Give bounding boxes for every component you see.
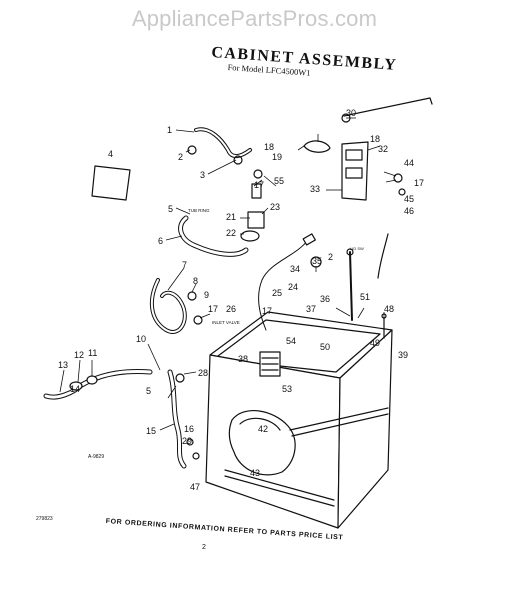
callout-number: 7 (182, 260, 187, 270)
callout-number: 32 (378, 144, 388, 154)
callout-number: 2 (178, 152, 183, 162)
callout-number: 29 (182, 436, 192, 446)
callout-number: 14 (70, 384, 80, 394)
callout-number: 34 (290, 264, 300, 274)
callout-number: 17 (262, 306, 272, 316)
callout-number: 45 (404, 194, 414, 204)
callout-number: 10 (136, 334, 146, 344)
callout-number: 8 (193, 276, 198, 286)
callout-number: 30 (346, 108, 356, 118)
callout-number: 9 (204, 290, 209, 300)
inline-label-tub-ring: TUB RING (188, 208, 210, 213)
callout-number: 36 (320, 294, 330, 304)
callout-number: 4 (108, 149, 113, 159)
callout-number: 25 (272, 288, 282, 298)
callout-number: 6 (158, 236, 163, 246)
callout-number: 17 (414, 178, 424, 188)
callout-number: 53 (282, 384, 292, 394)
callout-number: 5 (146, 386, 151, 396)
callout-number: 39 (398, 350, 408, 360)
callout-number: 24 (288, 282, 298, 292)
figure-code: A-9829 (88, 454, 104, 460)
callout-labels: 1 2 3 4 5 6 7 8 9 10 11 12 13 14 15 16 1… (58, 108, 424, 492)
callout-number: 17 (208, 304, 218, 314)
callout-number: 18 (370, 134, 380, 144)
callout-number: 28 (198, 368, 208, 378)
callout-number: 19 (272, 152, 282, 162)
callout-number: 26 (226, 304, 236, 314)
callout-number: 21 (226, 212, 236, 222)
callout-number: 51 (360, 292, 370, 302)
site-watermark: AppliancePartsPros.com (131, 6, 378, 31)
callout-number: 5 (168, 204, 173, 214)
inline-part-labels: TUB RING INLET VALVE LID SW A-9829 27982… (36, 208, 364, 522)
callout-number: 1 (167, 125, 172, 135)
callout-number: 55 (274, 176, 284, 186)
callout-number: 49 (370, 338, 380, 348)
callout-number: 2 (328, 252, 333, 262)
callout-number: 12 (74, 350, 84, 360)
callout-number: 43 (250, 468, 260, 478)
page-number: 2 (202, 544, 206, 551)
callout-number: 23 (270, 202, 280, 212)
callout-number: 11 (88, 348, 97, 358)
callout-number: 35 (312, 256, 322, 266)
callout-number: 37 (306, 304, 316, 314)
callout-number: 47 (190, 482, 200, 492)
inline-label-inlet-valve: INLET VALVE (212, 320, 240, 325)
callout-number: 48 (384, 304, 394, 314)
callout-number: 17 (254, 180, 264, 190)
inline-label-lid-switch: LID SW (350, 246, 364, 251)
callout-number: 13 (58, 360, 68, 370)
callout-number: 3 (200, 170, 205, 180)
callout-number: 44 (404, 158, 414, 168)
corner-code: 279823 (36, 516, 53, 522)
callout-number: 22 (226, 228, 236, 238)
callout-number: 15 (146, 426, 156, 436)
cabinet-body (205, 311, 393, 529)
callout-number: 18 (264, 142, 274, 152)
callout-number: 38 (238, 354, 248, 364)
callout-number: 16 (184, 424, 194, 434)
callout-number: 42 (258, 424, 268, 434)
callout-number: 33 (310, 184, 320, 194)
callout-number: 54 (286, 336, 296, 346)
callout-number: 50 (320, 342, 330, 352)
callout-number: 46 (404, 206, 414, 216)
